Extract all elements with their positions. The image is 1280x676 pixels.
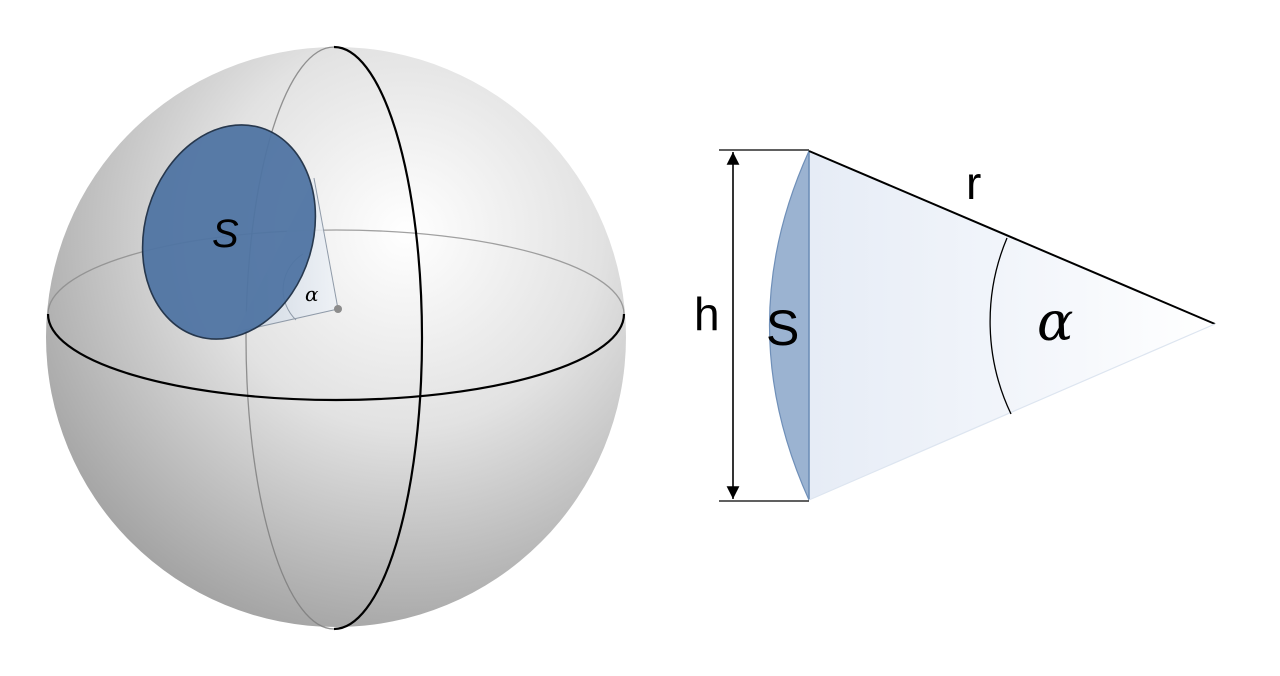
sphere-center-dot [334, 305, 342, 313]
equator-front-arc [46, 313, 626, 402]
cone-cap-label: S [766, 300, 799, 356]
sphere-body [46, 47, 626, 627]
sphere-angle-label: α [305, 282, 319, 306]
height-label: h [694, 288, 720, 340]
sphere-cap-s [141, 124, 317, 340]
cone-angle-label: α [1037, 290, 1073, 353]
cone-bottom-edge [808, 323, 1216, 501]
radius-label: r [966, 157, 981, 209]
cone-figure: h S r α [694, 149, 1216, 502]
meridian-front-arc [333, 45, 424, 631]
equator-back-arc [47, 229, 625, 315]
cone-cap-s [768, 150, 810, 501]
meridian-back-arc [245, 46, 335, 630]
cone-body [809, 151, 1215, 500]
sphere-figure: α S [46, 45, 626, 631]
cone-angle-arc [989, 237, 1012, 415]
sphere-cap-label: S [212, 212, 239, 256]
cone-top-edge [808, 150, 1216, 325]
mini-cone-edge-top [313, 177, 339, 310]
